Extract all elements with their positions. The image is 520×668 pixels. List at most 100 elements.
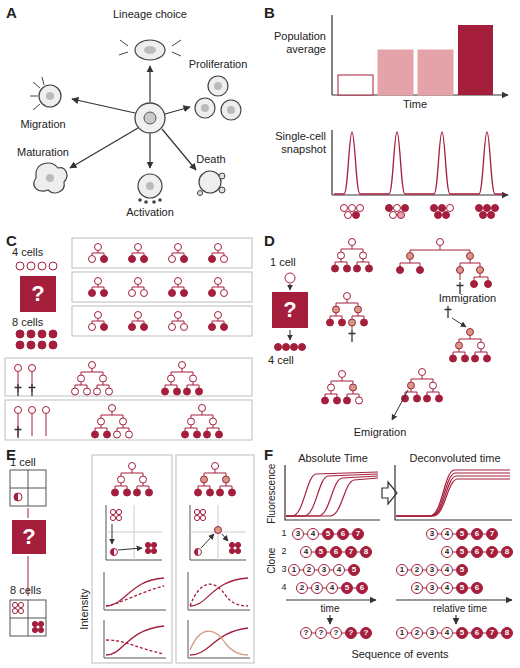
event-circle: 8 (501, 627, 513, 639)
population-vs-single-cell-chart-part-part (484, 205, 491, 212)
lineage-tree-illustration-part-part (471, 281, 478, 288)
population-vs-single-cell-chart-part-part (394, 205, 401, 212)
marker-dynamics-illustration (10, 455, 254, 663)
event-circle: 3 (292, 528, 304, 540)
fate-label: Proliferation (178, 58, 258, 71)
division-history-illustration-part (29, 384, 36, 396)
lineage-tree-illustration-part (402, 369, 443, 403)
cell-fate-illustration-part (135, 103, 165, 133)
cell-fate-illustration-part (138, 174, 162, 198)
division-history-illustration-part-part (16, 262, 24, 270)
division-history-illustration-part-part (38, 341, 46, 349)
time-alignment-illustration (285, 465, 512, 624)
lineage-tree-illustration-part (332, 239, 373, 273)
division-history-illustration-part (182, 405, 223, 439)
division-history-illustration-part-part (5, 400, 252, 440)
population-vs-single-cell-chart-part-part (492, 205, 499, 212)
time-alignment-illustration-part-part (329, 615, 330, 624)
division-history-illustration-part (18, 414, 46, 436)
population-vs-single-cell-chart-part-part (443, 212, 450, 219)
marker-dynamics-illustration-part (14, 493, 22, 501)
event-number: 5 (460, 565, 464, 575)
fate-label: Lineage choice (100, 8, 200, 21)
event-number: ? (334, 628, 339, 638)
event-label: Immigration (430, 292, 505, 305)
event-circle: 5 (456, 627, 468, 639)
division-history-illustration (5, 238, 252, 440)
unknown-process-box: ? (272, 292, 308, 328)
division-history-illustration-part-part (27, 341, 35, 349)
division-history-illustration-part-part (72, 272, 252, 302)
division-history-illustration-part-part (5, 358, 252, 396)
marker-dynamics-illustration-part (195, 549, 199, 556)
event-number: 2 (415, 628, 419, 638)
population-vs-single-cell-chart-part (338, 75, 373, 95)
axis-title: Fluorescence (266, 454, 278, 534)
event-circle: 1 (396, 564, 408, 576)
marker-dynamics-illustration-part-part (190, 505, 246, 560)
event-circle: 7 (345, 546, 357, 558)
marker-dynamics-illustration-part-part (104, 572, 166, 610)
marker-dynamics-illustration-part-part (116, 515, 121, 520)
cell-fate-illustration-part (195, 98, 215, 118)
population-vs-single-cell-chart-part-part (386, 205, 393, 212)
population-vs-single-cell-chart (332, 15, 508, 219)
event-circle: 4 (441, 564, 453, 576)
time-alignment-illustration-part-part (285, 465, 380, 520)
division-history-illustration-part (129, 244, 148, 263)
event-number: 7 (356, 529, 360, 539)
population-vs-single-cell-chart-part (334, 132, 505, 194)
event-circle: 6 (471, 528, 483, 540)
population-vs-single-cell-chart-part (378, 50, 413, 95)
lineage-tree-illustration-part-part (457, 267, 464, 274)
event-number: 1 (400, 628, 404, 638)
division-history-illustration-part (92, 405, 133, 439)
lineage-tree-illustration-part (322, 371, 363, 405)
lineage-tree-illustration-part (392, 390, 408, 420)
event-number: 5 (460, 529, 464, 539)
division-history-illustration-part-part (18, 372, 32, 392)
lineage-tree-illustration-part (275, 344, 306, 351)
marker-dynamics-illustration-part-part (190, 628, 248, 655)
event-circle: 5 (322, 528, 334, 540)
division-history-illustration-part (16, 262, 57, 270)
panel-subtitle: Deconvoluted time (395, 452, 515, 465)
cell-fate-illustration-part (219, 173, 225, 179)
event-number: 3 (430, 529, 434, 539)
fate-label: Migration (8, 118, 78, 131)
time-alignment-illustration-part-part (286, 474, 378, 516)
marker-dynamics-illustration-part-part (38, 627, 43, 632)
division-history-illustration-part (29, 407, 36, 414)
event-number: 4 (445, 628, 449, 638)
cell-fate-illustration-part (46, 174, 54, 182)
cell-fate-illustration-part-part (72, 99, 135, 113)
cell-fate-illustration-part (199, 171, 221, 193)
lineage-tree-illustration-part-part (485, 281, 492, 288)
population-vs-single-cell-chart-part-part (476, 205, 483, 212)
cell-count-label: 8 cells (10, 584, 60, 597)
cell-fate-illustration-part-part (149, 66, 150, 102)
marker-dynamics-illustration-part-part (104, 620, 166, 658)
marker-dynamics-illustration-part-part (176, 455, 254, 663)
marker-dynamics-illustration-part (106, 578, 248, 655)
population-vs-single-cell-chart-part-part (431, 205, 438, 212)
population-vs-single-cell-chart-part (341, 205, 499, 219)
marker-dynamics-illustration-part-part (110, 509, 115, 514)
event-number: 5 (345, 583, 349, 593)
fate-label: Death (186, 153, 236, 166)
event-number: 7 (490, 529, 494, 539)
population-vs-single-cell-chart-part-part (331, 15, 332, 95)
cell-fate-illustration-part (221, 100, 241, 120)
time-alignment-illustration-part (286, 470, 510, 516)
division-history-illustration-part (209, 278, 228, 297)
lineage-tree-illustration-part (290, 330, 291, 340)
population-vs-single-cell-chart-part-part (353, 212, 360, 219)
marker-dynamics-illustration-part-part (194, 509, 199, 514)
event-number: 2 (415, 583, 419, 593)
marker-dynamics-illustration-part (104, 572, 250, 658)
marker-dynamics-illustration-part (201, 534, 214, 548)
event-number: 4 (445, 565, 449, 575)
cell-fate-illustration-part (219, 187, 225, 193)
marker-dynamics-illustration-part (195, 463, 236, 497)
marker-dynamics-illustration-part-part (12, 602, 17, 607)
